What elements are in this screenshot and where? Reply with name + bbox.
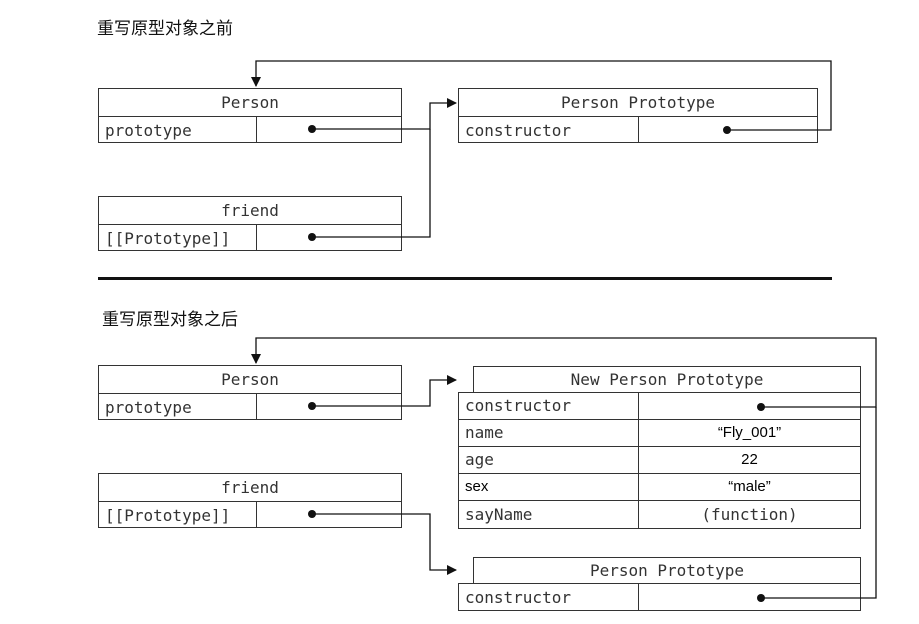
- before-friend-row: [[Prototype]]: [99, 224, 401, 251]
- arrow-oldproto-constructor-to-person: [761, 407, 877, 599]
- new-proto-key-name: name: [465, 423, 504, 442]
- arrow-after-person-to-newproto: [312, 375, 457, 407]
- before-friend-box: friend [[Prototype]]: [98, 196, 402, 251]
- dot-before-person-prototype: [308, 125, 316, 133]
- after-friend-title: friend: [221, 478, 279, 497]
- before-person-pointer-cell: [256, 117, 401, 143]
- old-proto-prop: constructor: [465, 587, 571, 607]
- before-proto-prop: constructor: [465, 120, 571, 140]
- dot-after-person-prototype: [308, 402, 316, 410]
- after-person-box: Person prototype: [98, 365, 402, 420]
- section-divider: [98, 277, 832, 280]
- new-proto-row-sex: sex “male”: [459, 472, 860, 500]
- dot-before-friend-prototype: [308, 233, 316, 241]
- before-person-box: Person prototype: [98, 88, 402, 143]
- after-person-pointer-cell: [256, 394, 401, 420]
- new-proto-key-constructor: constructor: [465, 396, 571, 415]
- new-proto-key-sex: sex: [465, 478, 489, 495]
- after-friend-row: [[Prototype]]: [99, 501, 401, 528]
- after-person-row: prototype: [99, 393, 401, 420]
- after-friend-box: friend [[Prototype]]: [98, 473, 402, 528]
- new-proto-row-sayname: sayName (function): [459, 499, 860, 528]
- new-proto-body: constructor name “Fly_001” age 22 sex “m…: [458, 391, 861, 529]
- before-friend-title: friend: [221, 201, 279, 220]
- dot-newproto-constructor: [757, 403, 765, 411]
- arrow-newproto-constructor-to-person: [251, 337, 877, 408]
- new-proto-row-name: name “Fly_001”: [459, 418, 860, 446]
- before-proto-row: constructor: [459, 116, 817, 143]
- old-proto-pointer-cell: [638, 584, 860, 610]
- new-proto-val-age: 22: [638, 446, 860, 473]
- dot-after-friend-prototype: [308, 510, 316, 518]
- new-proto-key-age: age: [465, 450, 494, 469]
- new-proto-title-box: New Person Prototype: [473, 366, 861, 394]
- before-proto-title: Person Prototype: [560, 93, 716, 112]
- before-proto-box: Person Prototype constructor: [458, 88, 818, 143]
- before-person-row: prototype: [99, 116, 401, 143]
- new-proto-val-sayname: (function): [638, 500, 860, 528]
- old-proto-title: Person Prototype: [589, 561, 745, 580]
- arrow-before-person-to-proto: [312, 98, 457, 130]
- arrow-before-friend-to-proto: [312, 129, 431, 238]
- before-friend-prop: [[Prototype]]: [105, 228, 231, 248]
- after-person-prop: prototype: [105, 397, 192, 417]
- before-friend-pointer-cell: [256, 225, 401, 251]
- heading-after: 重写原型对象之后: [102, 310, 238, 330]
- dot-before-proto-constructor: [723, 126, 731, 134]
- before-person-prop: prototype: [105, 120, 192, 140]
- new-proto-title: New Person Prototype: [570, 370, 764, 389]
- after-friend-prop: [[Prototype]]: [105, 505, 231, 525]
- new-proto-row-age: age 22: [459, 445, 860, 473]
- after-person-title: Person: [221, 370, 279, 389]
- old-proto-body: constructor: [458, 583, 861, 611]
- new-proto-val-sex: “male”: [638, 473, 860, 500]
- arrow-before-constructor-to-person: [251, 60, 832, 131]
- new-proto-row-constructor: constructor: [459, 391, 860, 419]
- arrow-after-friend-to-oldproto: [312, 513, 457, 575]
- before-person-title: Person: [221, 93, 279, 112]
- new-proto-val-name: “Fly_001”: [638, 419, 860, 446]
- before-proto-pointer-cell: [638, 117, 817, 143]
- after-friend-pointer-cell: [256, 502, 401, 528]
- new-proto-key-sayname: sayName: [465, 504, 533, 524]
- dot-oldproto-constructor: [757, 594, 765, 602]
- new-proto-val-constructor: [638, 392, 860, 419]
- heading-before: 重写原型对象之前: [97, 19, 233, 39]
